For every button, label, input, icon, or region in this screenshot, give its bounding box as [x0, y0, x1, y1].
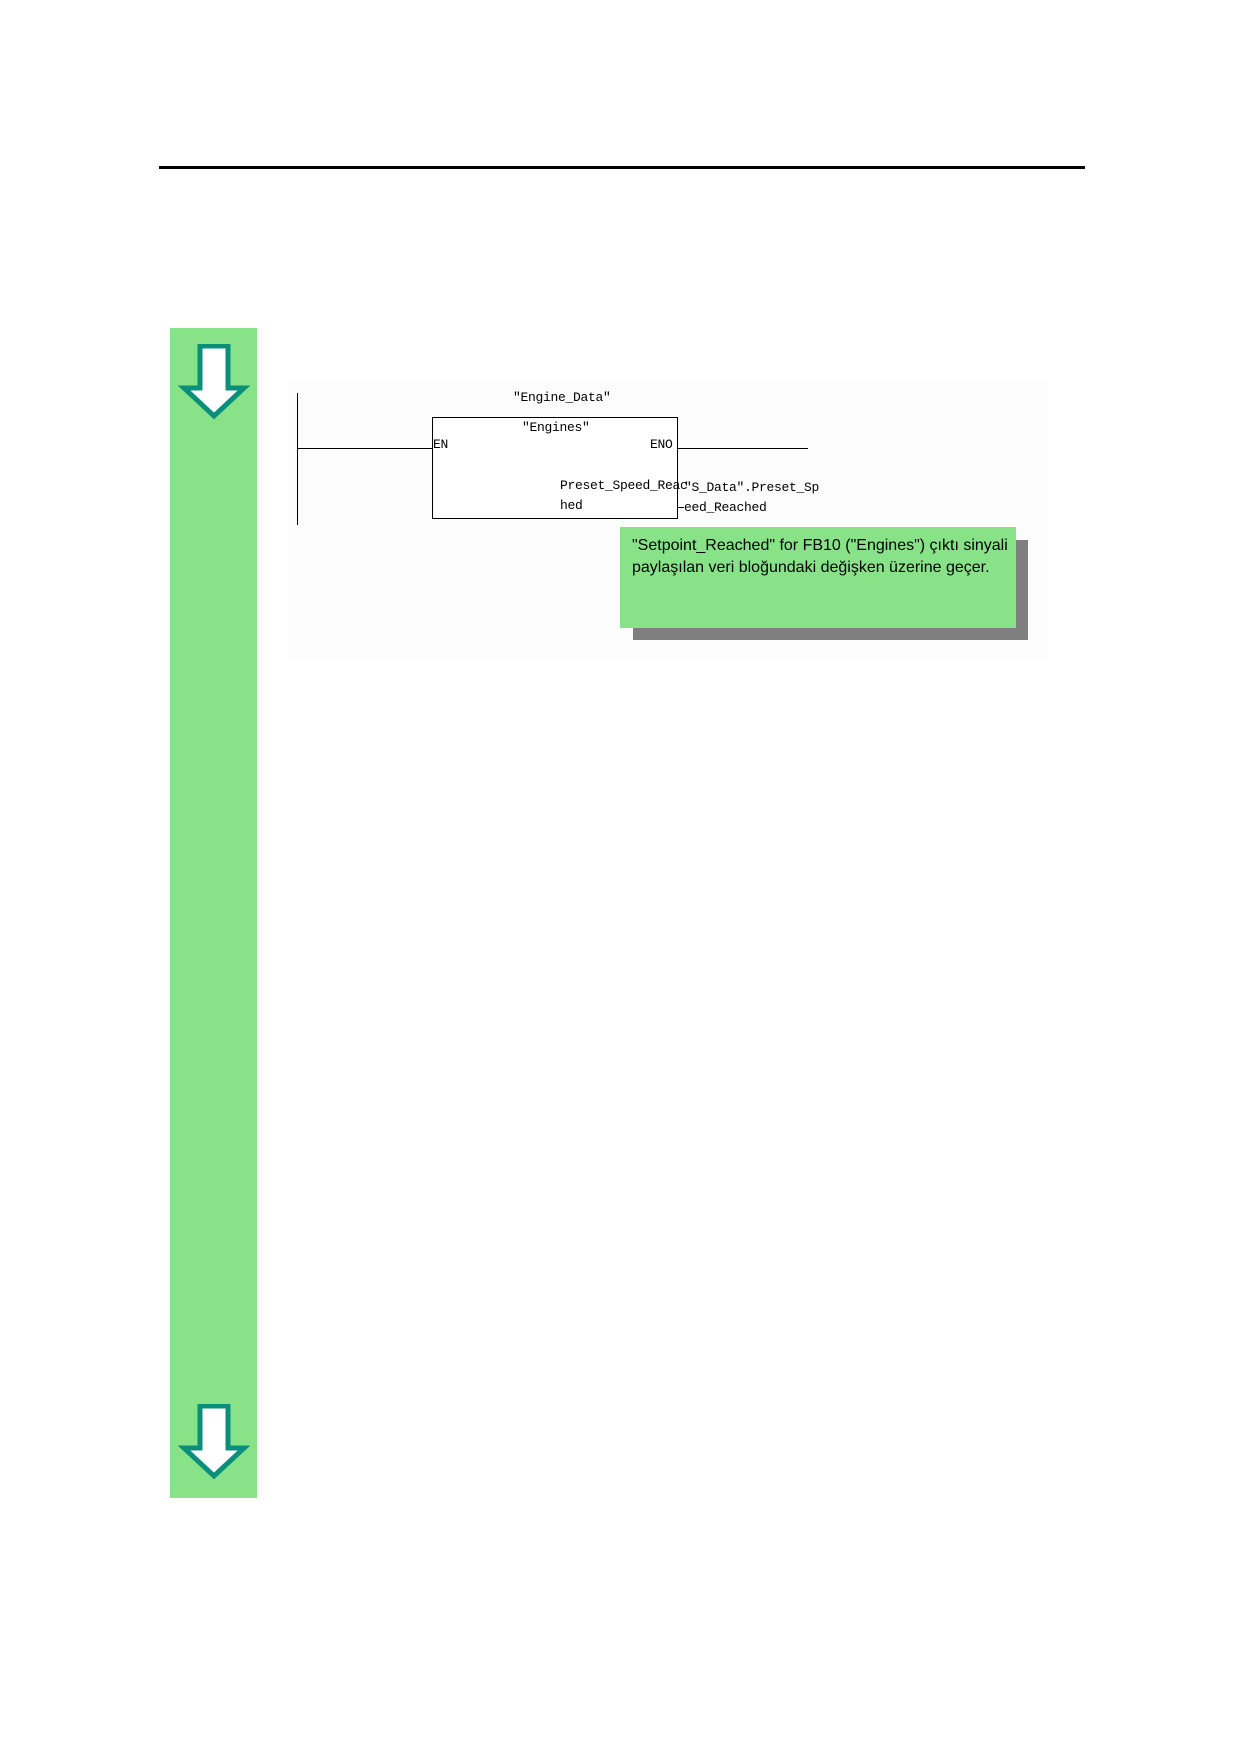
output-operand-label-cont: eed_Reached: [684, 500, 767, 515]
instance-db-label: "Engine_Data": [513, 390, 611, 405]
callout-note: "Setpoint_Reached" for FB10 ("Engines") …: [620, 527, 1016, 628]
output-param-label-cont: hed: [560, 498, 583, 513]
down-arrow-icon: [178, 344, 250, 420]
down-arrow-icon: [178, 1404, 250, 1480]
en-pin-label: EN: [433, 437, 449, 452]
output-operand-label: "S_Data".Preset_Sp: [684, 480, 820, 495]
input-wire: [297, 448, 432, 449]
output-connector: [678, 507, 684, 508]
function-block: [432, 417, 678, 519]
eno-pin-label: ENO: [650, 437, 673, 452]
output-param-label: Preset_Speed_Reac: [560, 478, 688, 493]
output-wire: [678, 448, 808, 449]
block-name-label: "Engines": [522, 420, 590, 435]
power-rail: [297, 393, 298, 525]
step-sidebar: [170, 328, 257, 1498]
header-rule: [159, 166, 1085, 169]
